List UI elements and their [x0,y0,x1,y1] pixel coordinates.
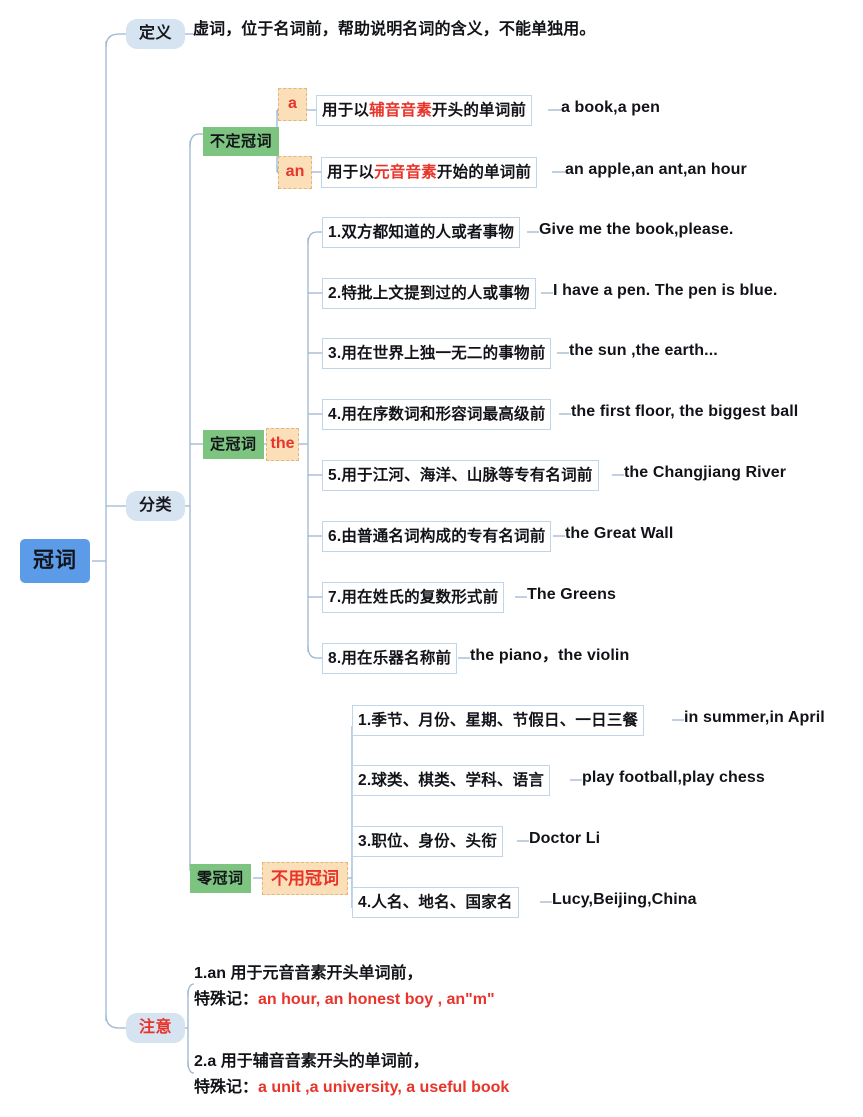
branch-notes-pill[interactable]: 注意 [126,1013,186,1043]
root-node[interactable]: 冠词 [20,539,90,583]
chip-article-an[interactable]: an [278,156,312,189]
rule-zero-1: 1.季节、月份、星期、节假日、一日三餐 [352,705,645,736]
rule-a-box: 用于以辅音音素开头的单词前 [316,95,533,126]
note-1-line2: 特殊记：an hour, an honest boy , an"m" [194,987,495,1013]
rule-zero-3: 3.职位、身份、头衔 [352,826,503,857]
definition-text: 虚词，位于名词前，帮助说明名词的含义，不能单独用。 [193,21,596,38]
example-the-8: the piano，the violin [470,647,630,664]
example-zero-3: Doctor Li [529,830,601,847]
example-the-3: the sun ,the earth... [569,342,718,359]
note-1-label: 特殊记： [194,990,259,1008]
rule-the-3: 3.用在世界上独一无二的事物前 [322,338,552,369]
rule-an-box: 用于以元音音素开始的单词前 [321,157,538,188]
example-the-6: the Great Wall [565,525,674,542]
example-the-4: the first floor, the biggest ball [571,403,799,420]
group-definite-article[interactable]: 定冠词 [203,430,264,459]
example-the-2: I have a pen. The pen is blue. [553,282,778,299]
example-zero-4: Lucy,Beijing,China [552,891,697,908]
note-1-line1: 1.an 用于元音音素开头单词前， [194,965,423,982]
group-indefinite-article[interactable]: 不定冠词 [203,127,280,156]
note-item-1: 1.an 用于元音音素开头单词前， 特殊记：an hour, an honest… [194,961,495,1013]
rule-an-highlight: 元音音素 [374,163,437,181]
note-2-line2: 特殊记：a unit ,a university, a useful book [194,1075,509,1101]
rule-zero-2: 2.球类、棋类、学科、语言 [352,765,551,796]
note-item-2: 2.a 用于辅音音素开头的单词前， 特殊记：a unit ,a universi… [194,1049,509,1101]
rule-an-pre: 用于以 [327,163,375,181]
note-2-label: 特殊记： [194,1078,259,1096]
example-an: an apple,an ant,an hour [565,161,747,178]
example-zero-1: in summer,in April [684,709,825,726]
example-the-7: The Greens [527,586,617,603]
rule-the-6: 6.由普通名词构成的专有名词前 [322,521,552,552]
rule-a-highlight: 辅音音素 [369,101,432,119]
rule-the-1: 1.双方都知道的人或者事物 [322,217,521,248]
rule-the-2: 2.特批上文提到过的人或事物 [322,278,536,309]
rule-a-pre: 用于以 [322,101,370,119]
chip-article-the[interactable]: the [266,428,299,461]
example-the-1: Give me the book,please. [539,221,734,238]
rule-the-8: 8.用在乐器名称前 [322,643,458,674]
branch-definition-pill[interactable]: 定义 [126,19,186,49]
example-a: a book,a pen [561,99,660,116]
rule-the-5: 5.用于江河、海洋、山脉等专有名词前 [322,460,599,491]
rule-an-post: 开始的单词前 [436,163,532,181]
example-the-5: the Changjiang River [624,464,787,481]
note-2-value: a unit ,a university, a useful book [258,1078,510,1096]
chip-article-a[interactable]: a [278,88,307,121]
note-2-line1: 2.a 用于辅音音素开头的单词前， [194,1053,429,1070]
chip-no-article[interactable]: 不用冠词 [262,862,348,895]
rule-a-post: 开头的单词前 [431,101,527,119]
rule-zero-4: 4.人名、地名、国家名 [352,887,519,918]
example-zero-2: play football,play chess [582,769,765,786]
group-zero-article[interactable]: 零冠词 [190,864,251,893]
rule-the-7: 7.用在姓氏的复数形式前 [322,582,505,613]
note-1-value: an hour, an honest boy , an"m" [258,990,495,1008]
branch-classification-pill[interactable]: 分类 [126,491,186,521]
rule-the-4: 4.用在序数词和形容词最高级前 [322,399,552,430]
